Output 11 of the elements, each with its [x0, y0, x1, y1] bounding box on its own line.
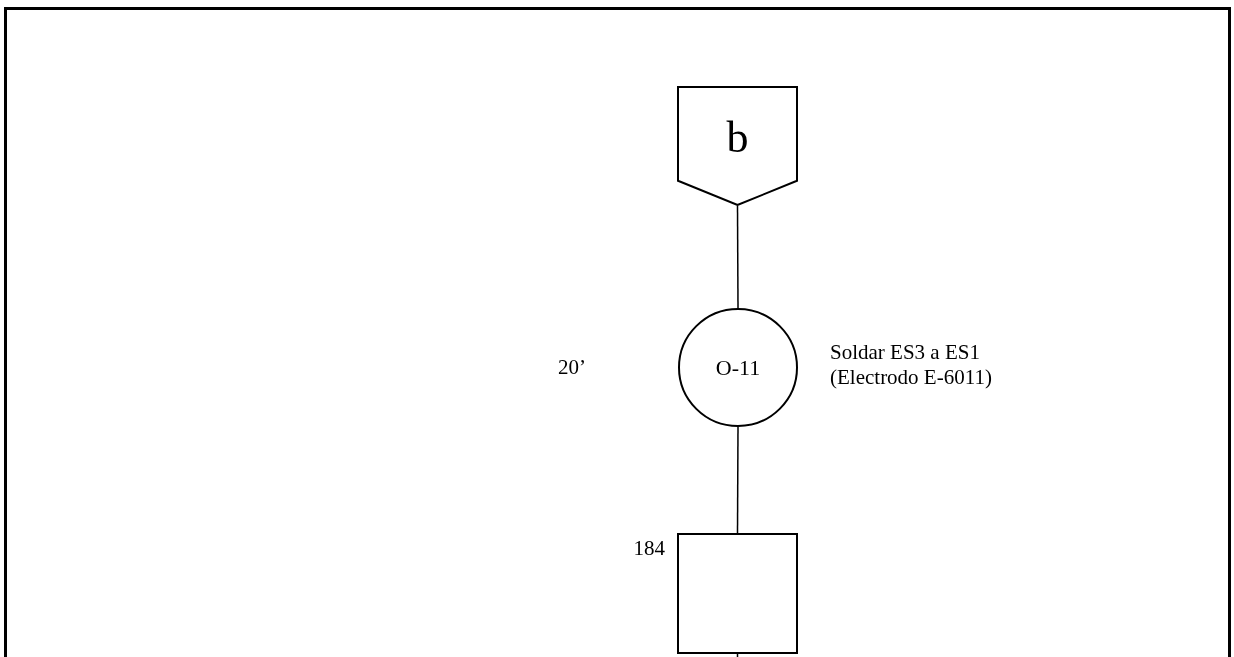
node-label: O-11 — [715, 356, 761, 379]
connector-line — [736, 653, 739, 657]
operation-circle — [678, 308, 798, 427]
off-page-connector — [677, 86, 798, 206]
annotation-text: 184 — [632, 535, 665, 562]
storage-square — [677, 533, 798, 654]
connector-line — [736, 426, 739, 534]
connector-line — [736, 205, 739, 309]
time-label: 20’ — [558, 354, 586, 381]
annotation-text: Soldar ES3 a ES1 (Electrodo E-6011) — [830, 340, 993, 390]
node-label: b — [726, 112, 749, 160]
